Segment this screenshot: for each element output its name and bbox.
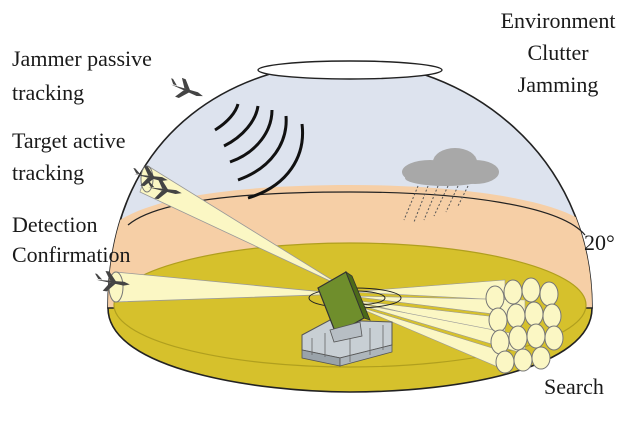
search-cell bbox=[531, 346, 551, 370]
search-cell bbox=[488, 307, 508, 333]
target-label-line2: tracking bbox=[12, 160, 85, 185]
search-cell bbox=[521, 277, 541, 303]
search-cell bbox=[495, 350, 515, 374]
search-cell bbox=[508, 325, 528, 351]
jammer-label-line2: tracking bbox=[12, 80, 85, 105]
search-cell bbox=[526, 323, 546, 349]
jammer-label-line1: Jammer passive bbox=[12, 46, 152, 71]
environment-label-line2: Clutter bbox=[527, 40, 589, 65]
search-cell bbox=[506, 303, 526, 329]
search-cell bbox=[542, 303, 562, 329]
search-cell bbox=[490, 329, 510, 355]
environment-label-line1: Environment bbox=[500, 8, 616, 33]
search-beams bbox=[349, 279, 526, 371]
jet-aircraft-icon bbox=[147, 178, 182, 200]
search-cell bbox=[485, 285, 505, 311]
search-label: Search bbox=[544, 374, 604, 399]
radar-antenna-icon bbox=[301, 270, 393, 367]
search-cell bbox=[513, 348, 533, 372]
search-beam bbox=[349, 295, 526, 319]
rain-cloud-icon bbox=[402, 148, 499, 223]
target-label-line1: Target active bbox=[12, 128, 126, 153]
search-cell bbox=[544, 325, 564, 351]
search-cell bbox=[524, 301, 544, 327]
dome-top-opening bbox=[257, 60, 443, 80]
elevation-angle-label: 20° bbox=[584, 230, 615, 255]
search-cells bbox=[485, 277, 564, 374]
jamming-wave-icon bbox=[214, 103, 305, 200]
search-cell bbox=[503, 279, 523, 305]
jet-aircraft-icon bbox=[170, 77, 203, 99]
jet-aircraft-icon bbox=[95, 270, 130, 292]
search-cell bbox=[539, 281, 559, 307]
detection-label-line1: Detection bbox=[12, 212, 98, 237]
detection-label-line2: Confirmation bbox=[12, 242, 131, 267]
environment-label-line3: Jamming bbox=[517, 72, 599, 97]
